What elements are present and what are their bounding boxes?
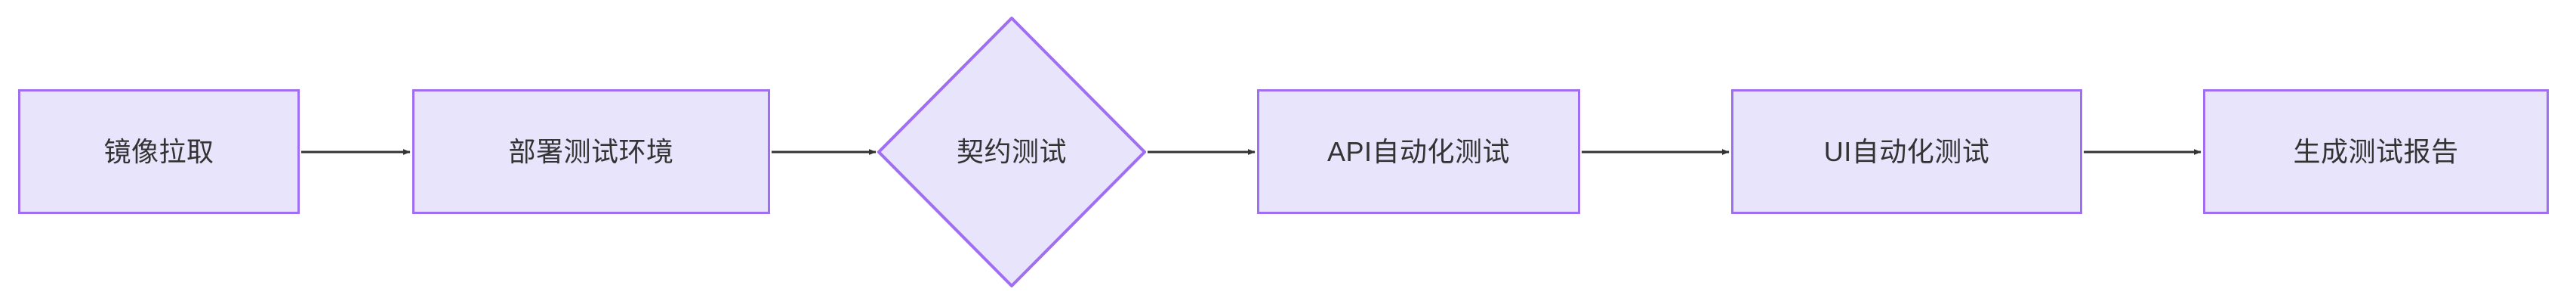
node-label: 契约测试 — [956, 136, 1067, 167]
node-label: UI自动化测试 — [1823, 135, 1990, 167]
diamond-shape — [877, 17, 1146, 287]
node-label: 生成测试报告 — [2293, 135, 2459, 167]
node-ui-automation-test[interactable]: UI自动化测试 — [1731, 89, 2082, 214]
node-generate-test-report[interactable]: 生成测试报告 — [2203, 89, 2549, 214]
node-deploy-test-env[interactable]: 部署测试环境 — [412, 89, 770, 214]
node-image-pull[interactable]: 镜像拉取 — [18, 89, 300, 214]
node-label: API自动化测试 — [1327, 135, 1511, 167]
node-label: 镜像拉取 — [103, 135, 214, 167]
node-label: 部署测试环境 — [508, 135, 674, 167]
node-api-automation-test[interactable]: API自动化测试 — [1257, 89, 1580, 214]
node-contract-test[interactable]: 契约测试 — [877, 17, 1146, 287]
